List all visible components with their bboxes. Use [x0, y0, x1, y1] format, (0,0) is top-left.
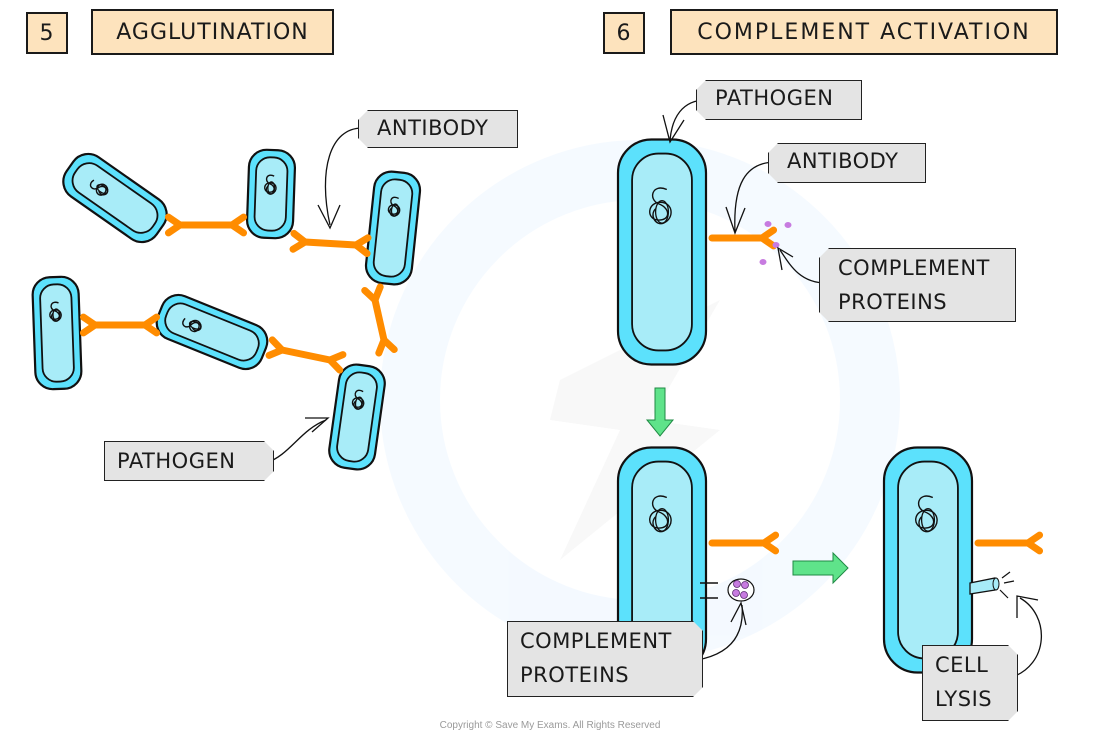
dna-icon — [649, 495, 672, 533]
pathogen-leader-line — [265, 419, 327, 464]
complement-pore — [700, 578, 755, 602]
pathogen-cell — [245, 148, 297, 240]
dna-icon — [915, 495, 938, 533]
dna-icon — [351, 389, 365, 410]
antibody-leader-arrowhead — [317, 204, 341, 230]
antibody — [79, 313, 161, 337]
pathogen6-leader-arrowhead — [662, 114, 685, 144]
complement-protein — [764, 221, 772, 227]
cell-lysis-line2: LYSIS — [935, 687, 993, 711]
pathogen-cell — [31, 275, 83, 391]
dna-icon — [649, 187, 672, 225]
complement-proteins-free — [759, 221, 792, 265]
antibody — [289, 229, 372, 258]
pathogen-cell-pore — [616, 446, 708, 674]
lysis-burst — [969, 571, 1015, 599]
complement-bottom-leader-line — [696, 604, 743, 661]
antibody — [265, 336, 347, 374]
antibody — [164, 213, 248, 237]
pathogen-label-tag: PATHOGEN — [104, 441, 274, 481]
lysis-leader-line — [1009, 597, 1042, 679]
pathogen6-label-tag: PATHOGEN — [696, 80, 862, 120]
green-right-arrow-icon — [792, 551, 849, 585]
copyright-footer: Copyright © Save My Exams. All Rights Re… — [439, 720, 661, 731]
antibody6-leader-arrowhead — [725, 206, 746, 235]
antibody-label-tag: ANTIBODY — [358, 110, 518, 148]
pathogen-cell — [364, 170, 422, 286]
complement-bottom-line1: COMPLEMENT — [520, 629, 672, 653]
dna-icon — [49, 301, 62, 322]
complement-bottom-label-tag: COMPLEMENT PROTEINS — [507, 621, 703, 697]
green-down-arrow-icon — [645, 387, 675, 437]
section6-number-badge: 6 — [603, 12, 645, 54]
antibody6-label-tag: ANTIBODY — [768, 143, 926, 183]
dna-icon — [182, 317, 202, 333]
antibody6-leader-line — [734, 161, 777, 233]
dna-icon — [89, 179, 109, 196]
dna-icon — [264, 174, 277, 195]
pathogen-leader-arrowhead — [305, 417, 330, 433]
complement-bottom-leader-arrowhead — [730, 601, 747, 626]
antibody — [361, 283, 398, 357]
complement-top-label-tag: COMPLEMENT PROTEINS — [819, 248, 1016, 322]
complement-protein — [759, 259, 767, 265]
antibody-bound — [708, 226, 778, 250]
pathogen-cell — [328, 363, 386, 471]
dna-icon — [387, 196, 401, 217]
antibody-leader-line — [324, 127, 363, 226]
complement-protein — [784, 222, 792, 228]
cell-lysis-line1: CELL — [935, 653, 989, 677]
pathogen-cell — [155, 293, 269, 371]
antibody-bound — [708, 531, 780, 555]
complement-top-line2: PROTEINS — [838, 290, 948, 314]
pathogen-cell-large — [616, 138, 708, 366]
section6-title: COMPLEMENT ACTIVATION — [670, 9, 1058, 55]
pathogen-cell-lysed — [882, 446, 974, 674]
section5-title: AGGLUTINATION — [91, 9, 334, 55]
complement-top-line1: COMPLEMENT — [838, 256, 990, 280]
complement-top-leader-arrowhead — [777, 246, 794, 271]
pathogen-cell — [62, 152, 168, 244]
section5-number-badge: 5 — [26, 12, 68, 54]
complement-bottom-line2: PROTEINS — [520, 663, 630, 687]
cell-lysis-label-tag: CELL LYSIS — [922, 645, 1018, 721]
lysis-leader-arrowhead — [1016, 595, 1039, 618]
antibody-bound — [974, 531, 1044, 555]
complement-protein — [772, 242, 780, 248]
